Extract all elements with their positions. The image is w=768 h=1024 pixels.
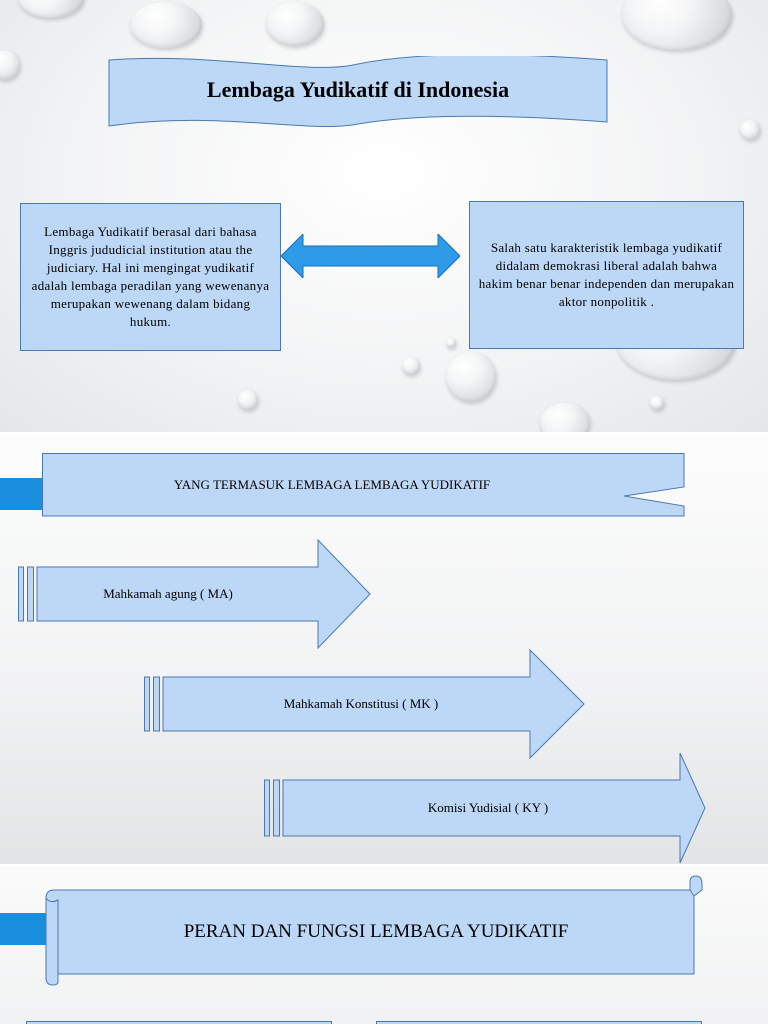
slide-1: Lembaga Yudikatif di Indonesia Lembaga Y… — [0, 0, 768, 432]
members-heading: YANG TERMASUK LEMBAGA LEMBAGA YUDIKATIF — [173, 477, 491, 492]
partial-box — [376, 1021, 702, 1024]
slide-title: Lembaga Yudikatif di Indonesia — [206, 77, 510, 102]
water-drop-decoration — [402, 357, 420, 375]
scroll-banner — [45, 875, 703, 986]
partial-box — [26, 1021, 332, 1024]
arrow-shape — [264, 752, 706, 864]
water-drop-decoration — [266, 2, 324, 46]
water-drop-decoration — [18, 0, 84, 18]
heading-banner — [42, 453, 685, 517]
accent-bar — [0, 478, 42, 510]
water-drop-decoration — [540, 403, 590, 432]
water-drop-decoration — [0, 50, 20, 80]
definition-textbox: Lembaga Yudikatif berasal dari bahasa In… — [20, 203, 281, 351]
water-drop-decoration — [740, 120, 760, 140]
double-arrow-icon — [281, 234, 460, 278]
member-item-ky: Komisi Yudisial ( KY ) — [427, 800, 549, 815]
arrow-shape — [18, 539, 371, 649]
water-drop-decoration — [130, 2, 202, 48]
roles-heading: PERAN DAN FUNGSI LEMBAGA YUDIKATIF — [183, 921, 569, 942]
water-drop-decoration — [238, 390, 258, 410]
characteristic-text: Salah satu karakteristik lembaga yudikat… — [478, 240, 735, 309]
water-drop-decoration — [446, 352, 496, 402]
accent-bar — [0, 913, 50, 945]
definition-text: Lembaga Yudikatif berasal dari bahasa In… — [31, 224, 270, 329]
water-drop-decoration — [622, 0, 732, 50]
water-drop-decoration — [446, 338, 456, 348]
arrow-shape — [144, 649, 585, 759]
slide-2: YANG TERMASUK LEMBAGA LEMBAGA YUDIKATIF … — [0, 434, 768, 864]
characteristic-textbox: Salah satu karakteristik lembaga yudikat… — [469, 201, 744, 349]
title-banner — [108, 56, 608, 128]
member-item-mk: Mahkamah Konstitusi ( MK ) — [283, 696, 439, 711]
water-drop-decoration — [650, 396, 664, 410]
member-item-ma: Mahkamah agung ( MA) — [103, 586, 233, 601]
slide-3: PERAN DAN FUNGSI LEMBAGA YUDIKATIF — [0, 866, 768, 1024]
